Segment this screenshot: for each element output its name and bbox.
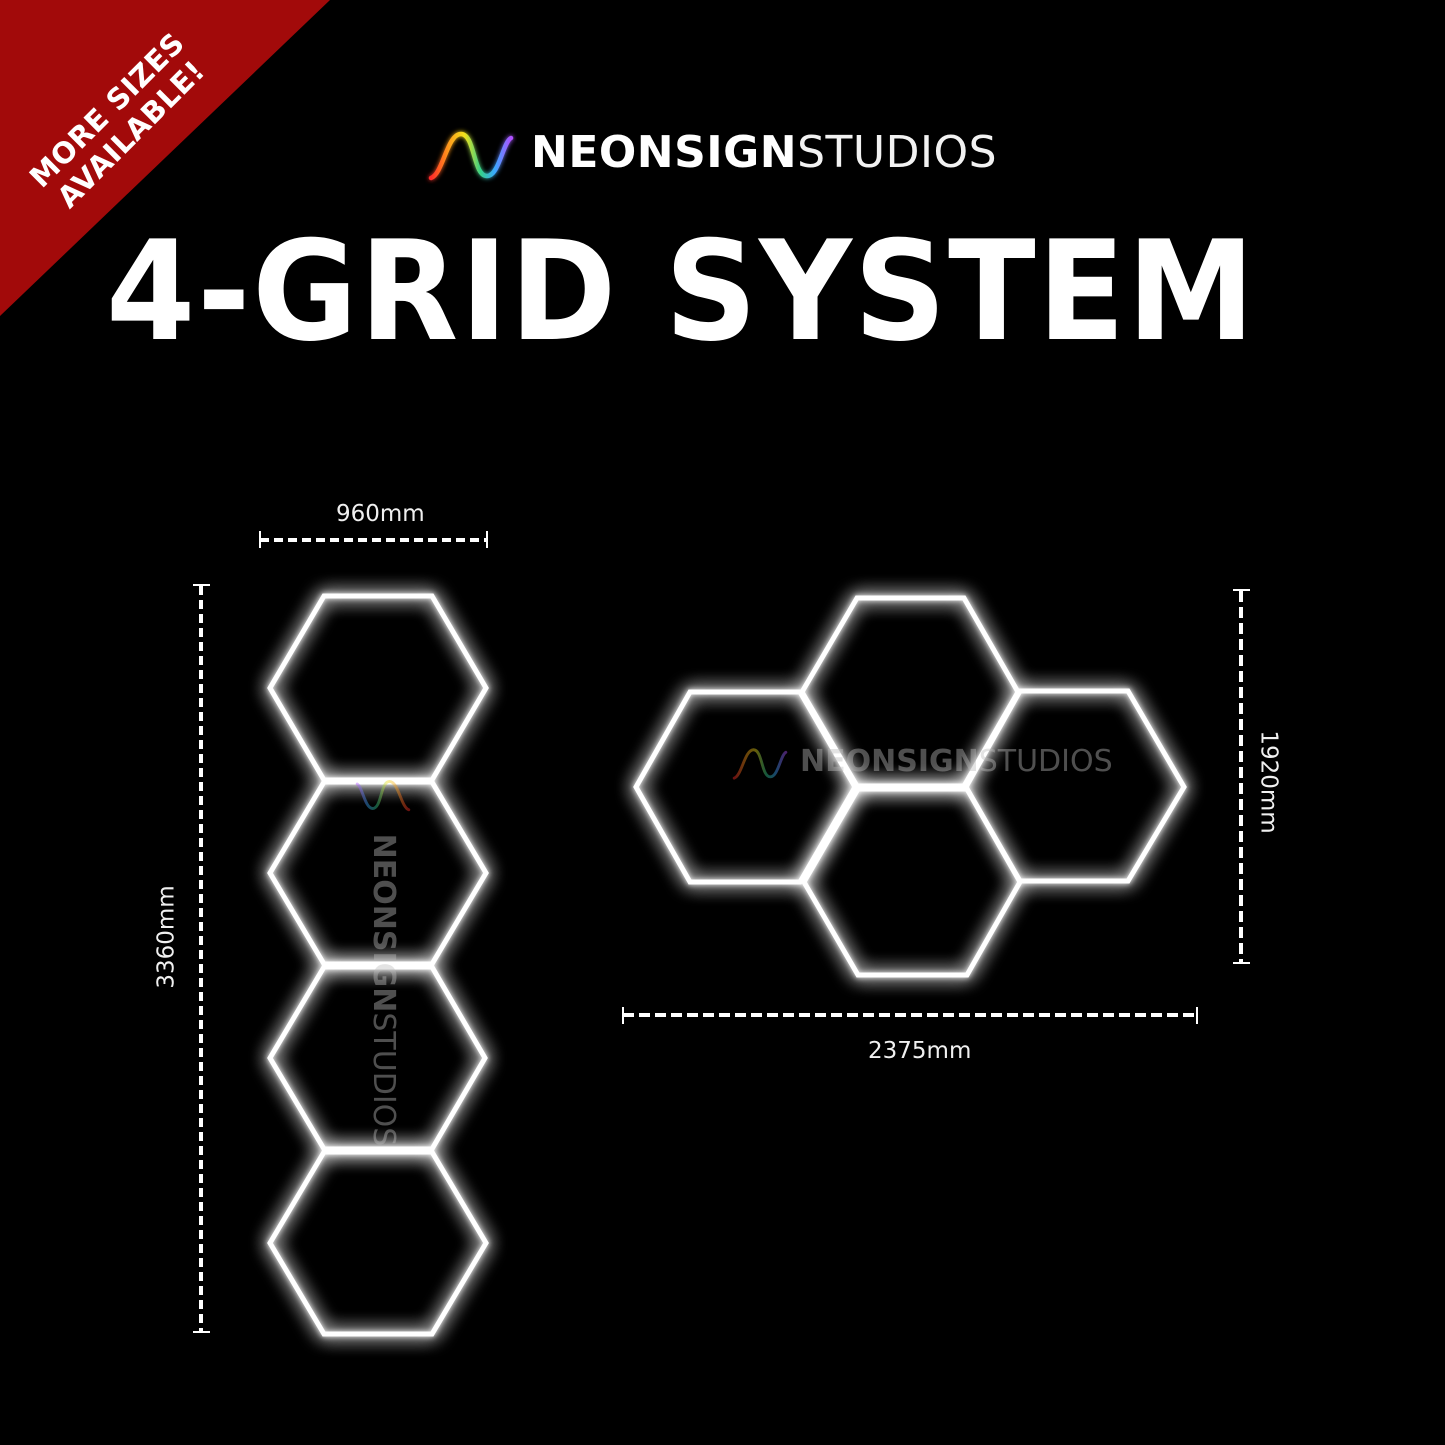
watermark-vertical: NEONSIGNSTUDIOS: [355, 764, 411, 1147]
hexagon-v3: [267, 964, 488, 1152]
hexagon-v2: [267, 779, 489, 967]
horizontal-hex-cluster: [633, 595, 1187, 978]
brand-name-bold: NEONSIGN: [531, 127, 798, 178]
watermark-bold: NEONSIGN: [366, 833, 401, 1013]
hexagon-h-right: [963, 688, 1187, 884]
dimension-line-3360: [193, 584, 210, 1333]
watermark-light: STUDIOS: [978, 744, 1113, 779]
vertical-hex-column: [267, 593, 489, 1337]
watermark-bold: NEONSIGN: [800, 744, 979, 779]
rainbow-wave-icon: [428, 131, 514, 181]
watermark-light: STUDIOS: [366, 1012, 401, 1147]
brand-name: NEONSIGNSTUDIOS: [531, 131, 997, 175]
hexagon-v4: [267, 1149, 489, 1337]
rainbow-wave-icon: [355, 779, 411, 812]
dimension-line-2375: [622, 1007, 1198, 1024]
brand-logo: NEONSIGNSTUDIOS: [425, 120, 997, 186]
watermark-text: NEONSIGNSTUDIOS: [366, 833, 401, 1147]
page-title: 4-GRID SYSTEM: [106, 211, 1257, 372]
dimension-line-960: [259, 531, 488, 548]
dimension-lines: [193, 531, 1250, 1333]
dimension-line-1920: [1233, 589, 1250, 964]
height-label-horizontal-layout: 1920mm: [1255, 730, 1282, 834]
brand-name-light: STUDIOS: [797, 127, 998, 178]
height-label-vertical-layout: 3360mm: [153, 885, 180, 989]
watermark-horizontal: NEONSIGNSTUDIOS: [730, 742, 1113, 782]
width-label-vertical-layout: 960mm: [336, 501, 425, 527]
rainbow-wave-icon: [732, 748, 788, 780]
watermark-text: NEONSIGNSTUDIOS: [800, 747, 1113, 777]
width-label-horizontal-layout: 2375mm: [868, 1038, 972, 1064]
hexagon-v1: [267, 593, 489, 783]
